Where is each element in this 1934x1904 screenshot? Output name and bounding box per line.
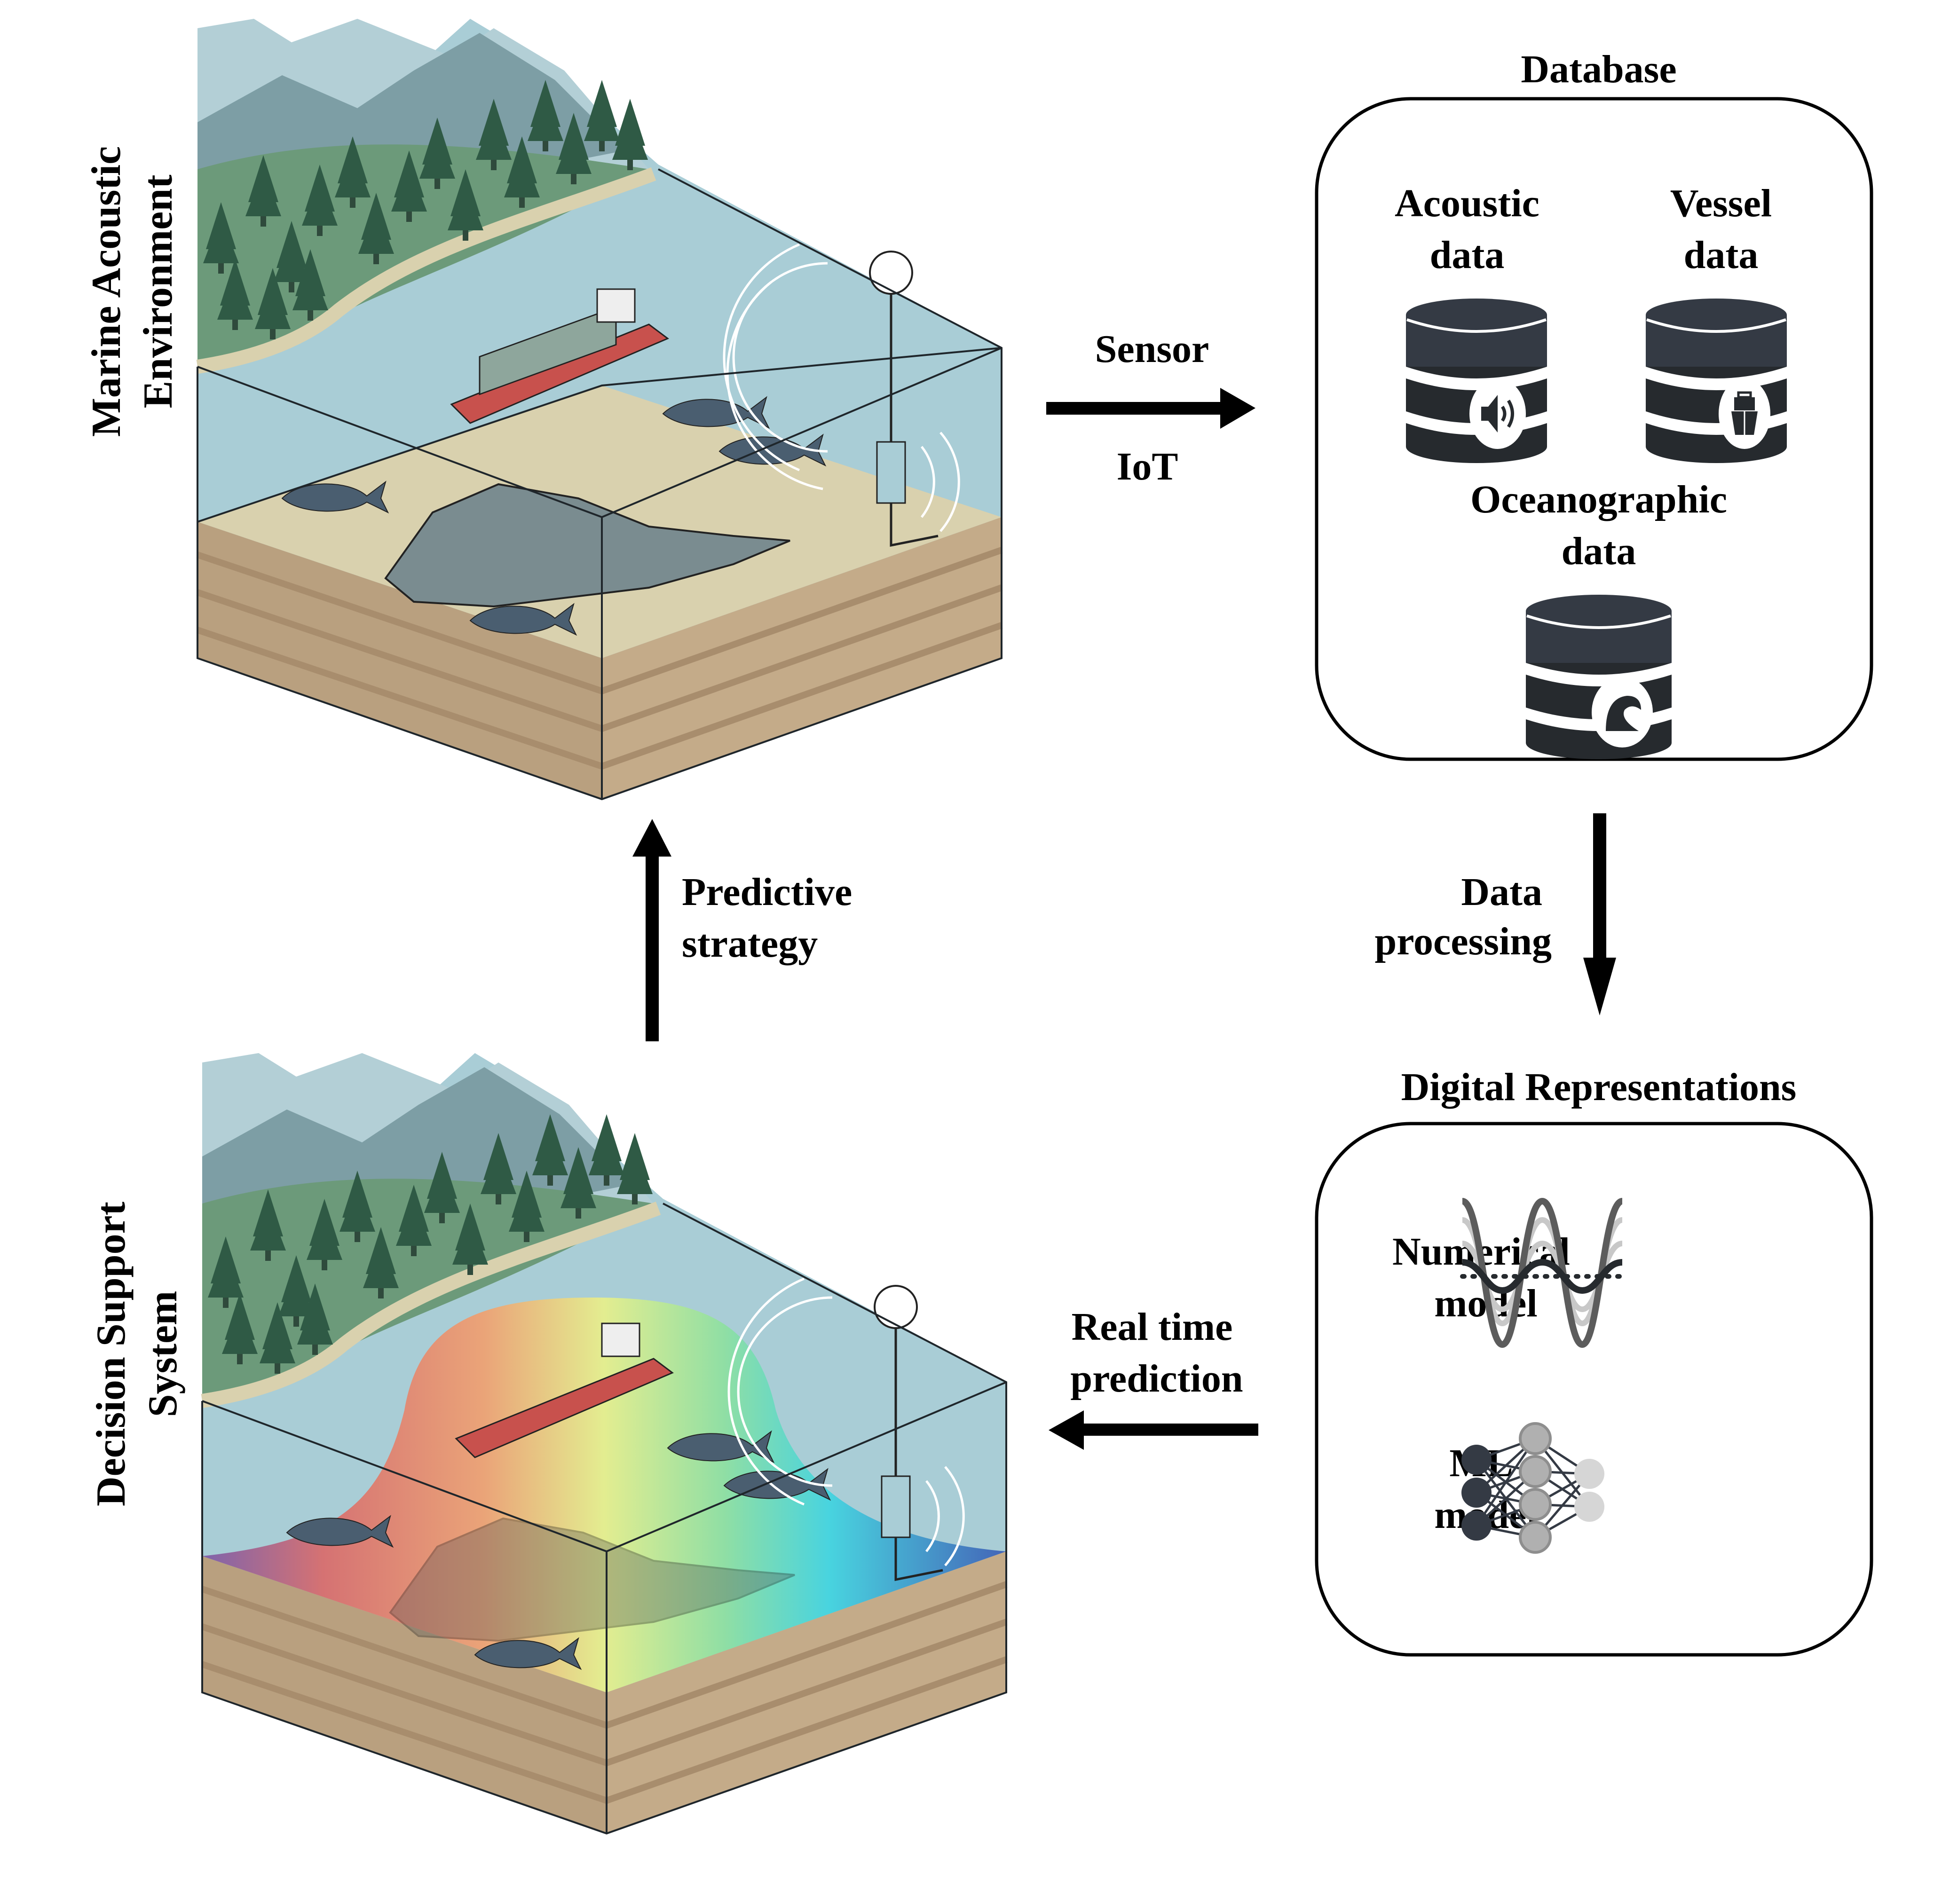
marine-environment-scene [196,19,1003,801]
decision-support-label-line2: System [140,1291,186,1417]
database-cylinder-icon [1646,299,1787,463]
vessel-data-label-line1: Vessel [1670,181,1772,225]
shoreline [196,167,656,374]
data-processing-label-line2: processing [1375,920,1552,963]
acoustic-data-label-line1: Acoustic [1395,181,1539,225]
acoustic-data-item: Acoustic data [1395,181,1547,463]
predictive-label-line1: Predictive [682,870,852,914]
real-time-label-line2: prediction [1070,1357,1243,1400]
predictive-strategy-arrow: Predictive strategy [632,819,852,1041]
acoustic-data-label-line2: data [1430,233,1505,277]
vessel-data-item: Vessel data [1646,181,1787,463]
digital-representations-box [1315,1122,1873,1657]
up-arrow-icon [632,819,671,857]
cargo-ship [450,288,669,424]
marine-environment-label-line1: Marine Acoustic [84,146,129,437]
decision-support-label-line1: Decision Support [88,1202,134,1506]
oceanographic-data-item: Oceanographic data [1470,478,1727,759]
sensor-label: Sensor [1095,327,1209,371]
sensor-iot-arrow: Sensor IoT [1046,327,1255,488]
acoustic-heatmap [202,1298,1006,1692]
wave-icon [1606,696,1641,731]
neural-network-icon [1461,1422,1604,1554]
real-time-label-line1: Real time [1072,1305,1233,1349]
database-cylinder-icon [1526,595,1672,759]
rock [384,483,790,608]
numerical-model-item: Numerical model [1392,1197,1625,1348]
down-arrow-icon [1583,958,1616,1015]
digital-representations-panel: Digital Representations Numerical model … [1315,1065,1873,1657]
ship-icon [1731,391,1758,435]
speaker-icon [1481,395,1514,433]
real-time-prediction-arrow: Real time prediction [1049,1305,1258,1450]
digital-representations-title: Digital Representations [1401,1065,1797,1109]
right-arrow-icon [1046,388,1255,429]
predictive-label-line2: strategy [682,922,818,966]
database-cylinder-icon [1406,299,1547,463]
data-processing-label-line1: Data [1461,870,1542,914]
decision-support-scene [201,1053,1008,1835]
data-processing-arrow: Data processing [1375,813,1616,1015]
oceanographic-data-label-line1: Oceanographic [1470,478,1727,521]
database-box [1315,97,1873,761]
vessel-data-label-line2: data [1684,233,1759,277]
waveform-icon [1460,1197,1625,1348]
hydrophone-buoy [869,251,939,547]
database-title: Database [1521,47,1676,91]
oceanographic-data-label-line2: data [1562,529,1636,573]
hydrophone-buoy [874,1285,943,1581]
box-edges [197,168,1003,801]
rock [389,1517,795,1642]
cargo-ship [455,1322,674,1458]
ml-model-item: ML model [1434,1422,1604,1554]
marine-environment-label-line2: Environment [135,174,181,408]
left-arrow-icon [1049,1410,1258,1450]
iot-label: IoT [1117,445,1178,488]
box-edges [201,1203,1007,1835]
database-panel: Database Acoustic data [1315,47,1873,761]
